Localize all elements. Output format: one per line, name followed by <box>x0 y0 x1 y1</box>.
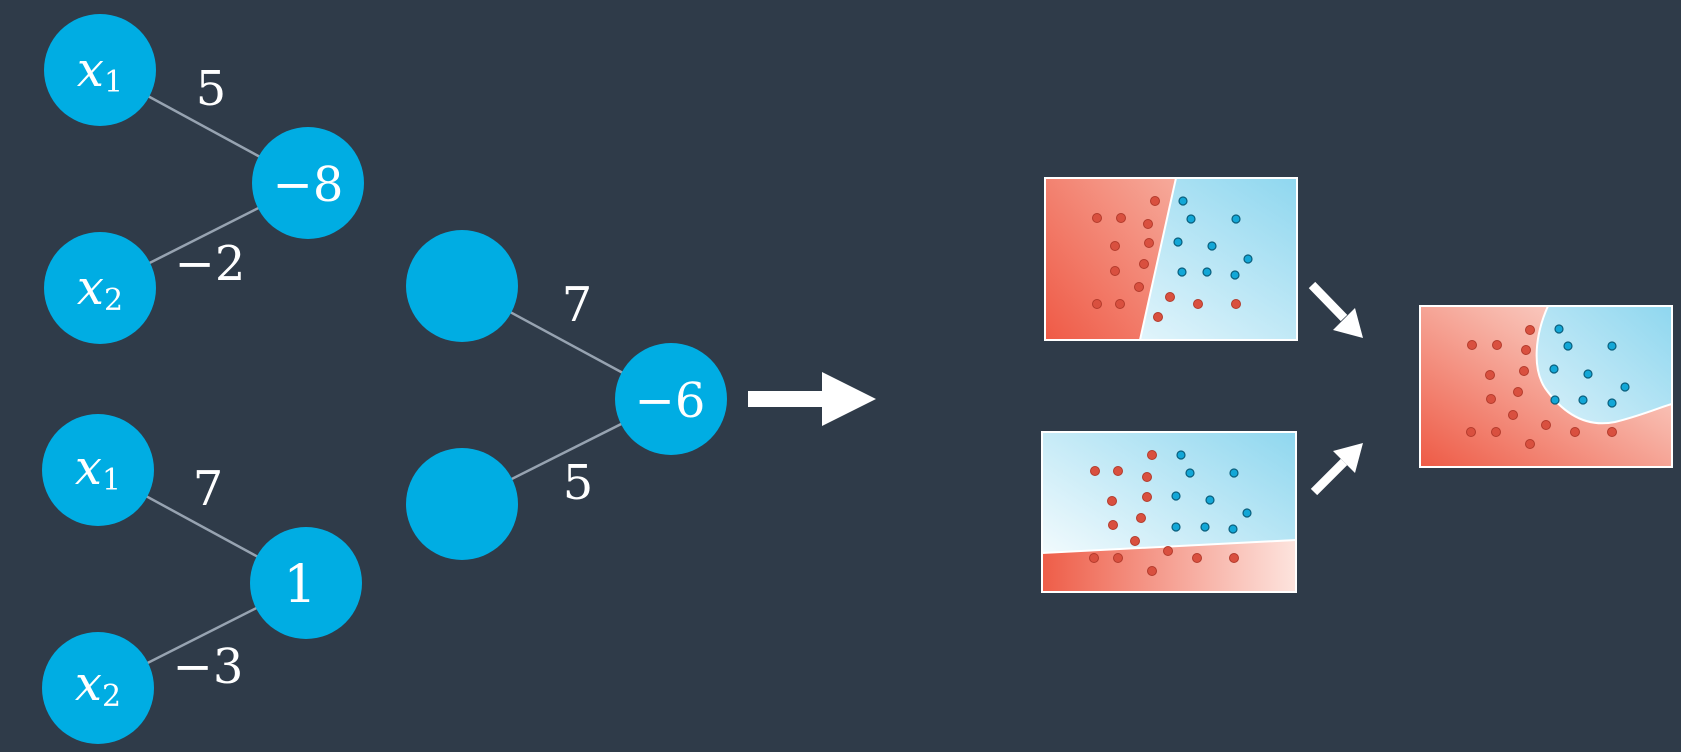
decision-plot-combined <box>1419 305 1673 468</box>
node-top-output: −8 <box>252 127 364 239</box>
svg-text:x1: x1 <box>75 440 121 498</box>
network-bottom: x1 x2 1 7 −3 <box>42 414 362 744</box>
node-top-x1: x1 <box>44 14 156 126</box>
weight-top-2: −2 <box>175 236 246 292</box>
node-sub: 2 <box>102 679 121 714</box>
node-top-x2: x2 <box>44 232 156 344</box>
node-bottom-output-value: 1 <box>283 555 316 615</box>
node-var: x <box>75 656 102 712</box>
node-sub: 1 <box>104 65 123 100</box>
node-combined-input-2 <box>406 448 518 560</box>
points-red <box>1092 196 1241 322</box>
node-var: x <box>77 42 104 98</box>
points-red <box>1466 325 1617 449</box>
node-bottom-x2: x2 <box>42 632 154 744</box>
node-bottom-x1: x1 <box>42 414 154 526</box>
node-top-output-value: −8 <box>273 157 344 213</box>
right-arrow-icon <box>748 372 876 426</box>
weight-combined-1: 7 <box>562 277 593 333</box>
weight-bottom-2: −3 <box>173 639 244 695</box>
points-red <box>1089 450 1239 576</box>
weight-combined-2: 5 <box>563 455 594 511</box>
node-combined-output: −6 <box>615 343 727 455</box>
node-sub: 2 <box>104 283 123 318</box>
svg-text:x2: x2 <box>77 260 123 318</box>
svg-text:x2: x2 <box>75 656 121 714</box>
node-bottom-output: 1 <box>250 527 362 639</box>
node-var: x <box>77 260 104 316</box>
node-combined-output-value: −6 <box>635 373 706 429</box>
node-var: x <box>75 440 102 496</box>
network-top: x1 x2 −8 5 −2 <box>44 14 364 344</box>
node-sub: 1 <box>102 463 121 498</box>
points-blue <box>1549 324 1630 408</box>
svg-text:x1: x1 <box>77 42 123 100</box>
points-blue <box>1171 450 1252 534</box>
up-right-arrow-icon <box>1310 443 1363 496</box>
network-combined: −6 7 5 <box>406 230 727 560</box>
decision-plot-bottom <box>1041 431 1297 593</box>
decision-plot-top <box>1044 177 1298 341</box>
node-combined-input-1 <box>406 230 518 342</box>
weight-top-1: 5 <box>196 61 227 117</box>
down-right-arrow-icon <box>1308 281 1363 338</box>
weight-bottom-1: 7 <box>193 461 224 517</box>
points-blue <box>1173 196 1253 280</box>
